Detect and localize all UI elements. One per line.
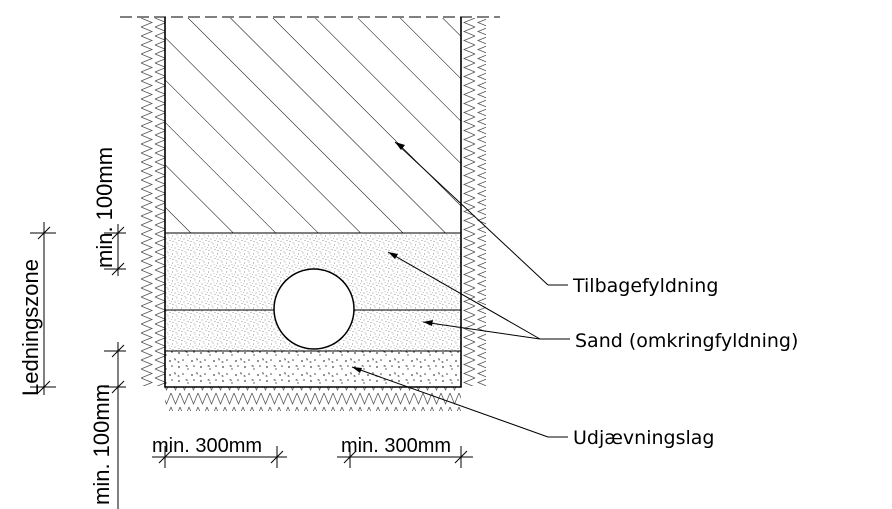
dimension-pipe-zone [30,222,56,395]
dimension-above-pipe [104,224,126,276]
leader-backfill [394,141,568,286]
dimension-pipe-zone-label: Ledningszone [18,259,43,396]
dimension-side-left-label: min. 300mm [152,435,262,457]
soil-right [461,18,486,386]
dimension-side-left [152,446,287,468]
dimension-below-pipe-label: min. 100mm [89,384,114,505]
soil-bottom [165,387,461,411]
trench-outline [164,17,462,388]
backfill-layer [165,18,461,233]
leader-leveling [351,366,568,438]
leveling-layer [165,351,461,387]
dimension-side-right [337,446,473,468]
leader-sand [387,251,570,340]
label-sand: Sand (omkringfyldning) [575,330,798,352]
dimension-above-pipe-label: min. 100mm [92,147,117,268]
dimension-below-pipe [104,342,126,509]
pipe [273,268,355,350]
soil-left [140,18,165,386]
label-leveling: Udjævningslag [573,427,714,449]
dimension-side-right-label: min. 300mm [341,435,451,457]
label-backfill: Tilbagefyldning [572,275,718,297]
